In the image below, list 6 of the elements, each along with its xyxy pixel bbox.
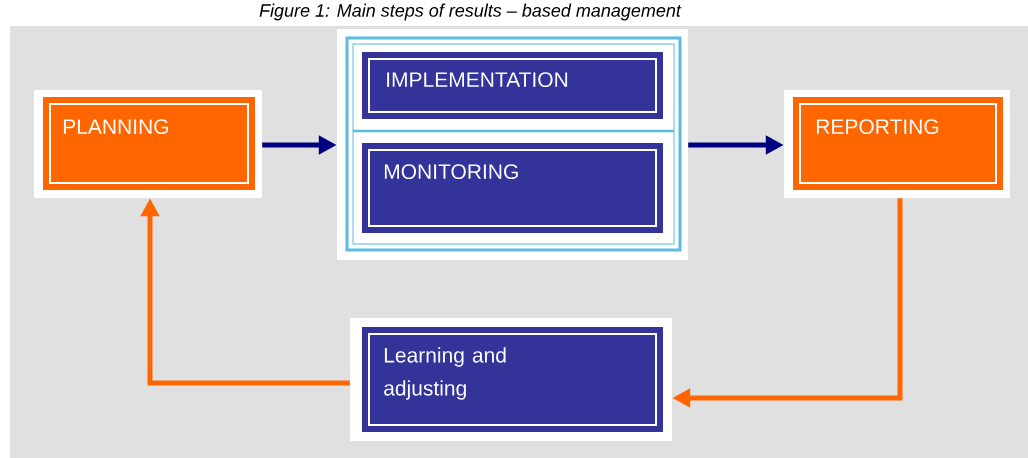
- figure-title: Figure 1: Main steps of results – based management: [259, 3, 682, 21]
- process-box: PLANNING: [34, 90, 262, 198]
- process-box: Learning and adjusting: [350, 318, 672, 441]
- process-box: MONITORING: [362, 143, 663, 233]
- process-box: IMPLEMENTATION: [362, 52, 663, 119]
- process-box: REPORTING: [784, 90, 1010, 198]
